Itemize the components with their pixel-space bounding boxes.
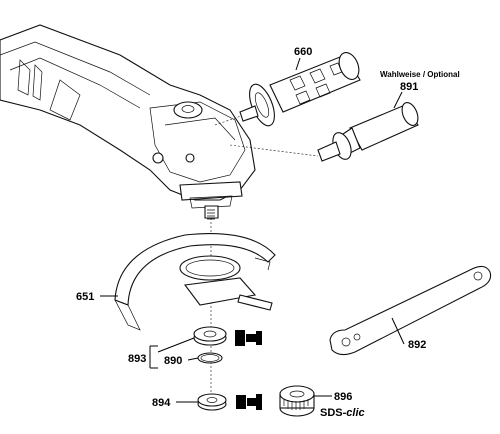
auxiliary-handle-891 bbox=[317, 102, 419, 162]
handle-891-axis-line bbox=[229, 144, 319, 157]
grinder-body bbox=[0, 24, 256, 219]
nut-icon-lower bbox=[236, 394, 262, 410]
label-651: 651 bbox=[76, 291, 94, 303]
label-893: 893 bbox=[128, 353, 146, 365]
leader-lines bbox=[100, 57, 405, 403]
flange-icon-upper bbox=[235, 330, 262, 346]
handle-660-axis-line bbox=[214, 115, 242, 126]
spindle-thread bbox=[207, 209, 215, 220]
label-sds-clic: SDS-clic bbox=[320, 407, 365, 419]
o-ring-890 bbox=[197, 352, 223, 364]
label-660: 660 bbox=[294, 46, 312, 58]
flange-893 bbox=[193, 326, 227, 346]
sds-clic-nut-896 bbox=[279, 385, 315, 417]
label-892: 892 bbox=[408, 339, 426, 351]
auxiliary-handle-660 bbox=[239, 52, 361, 127]
label-optional: Wahlweise / Optional bbox=[380, 70, 460, 79]
spanner-892 bbox=[329, 265, 492, 356]
label-896: 896 bbox=[334, 391, 352, 403]
guard-651 bbox=[114, 233, 276, 331]
label-sds-prefix: SDS- bbox=[320, 407, 347, 419]
label-894: 894 bbox=[152, 397, 171, 409]
clamping-nut-894 bbox=[197, 393, 227, 411]
label-890: 890 bbox=[164, 355, 182, 367]
label-891: 891 bbox=[400, 81, 418, 93]
label-sds-suffix: clic bbox=[346, 407, 364, 419]
